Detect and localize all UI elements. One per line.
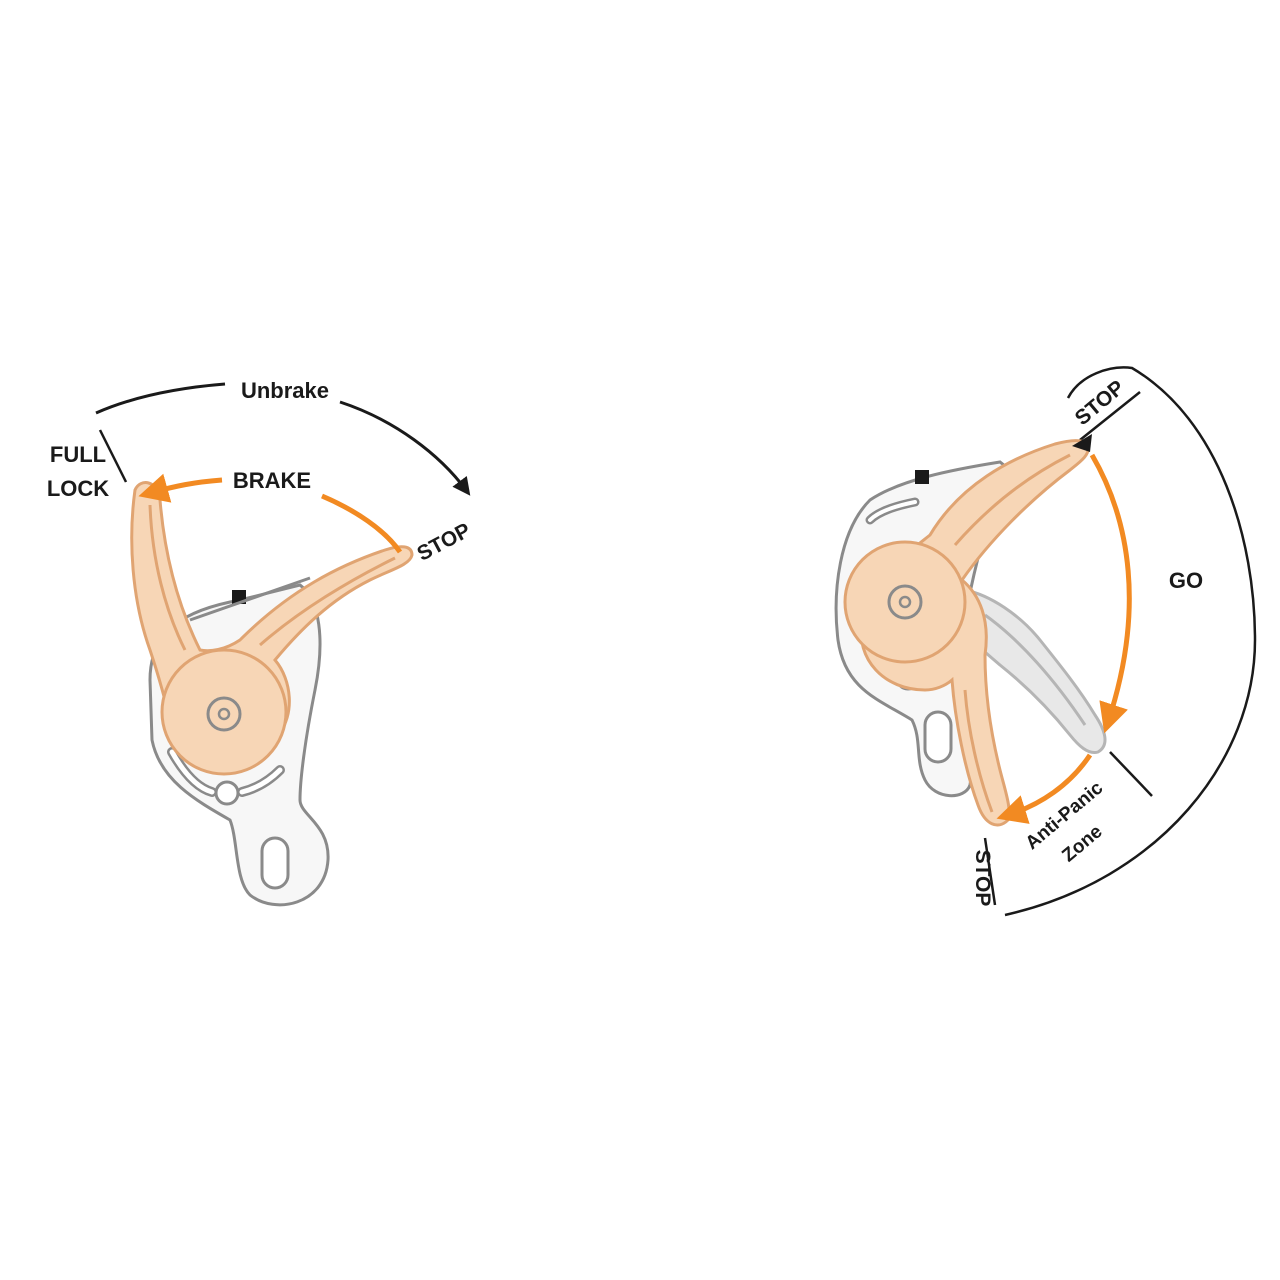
right-cam-axle-outer — [887, 584, 923, 620]
left-unbrake-arc-left — [95, 382, 226, 415]
left-top-rail — [189, 576, 311, 622]
left-cam-disc — [160, 648, 288, 776]
right-ghost-lever — [958, 588, 1107, 755]
left-unbrake-label: Unbrake — [241, 378, 329, 403]
right-go-label: GO — [1169, 568, 1203, 593]
right-ghost-lever-slot — [984, 613, 1087, 726]
right-anti-panic-arc — [996, 753, 1093, 824]
right-cam-axle-inner — [898, 595, 912, 609]
right-stop-bottom-divider — [983, 837, 997, 906]
right-top-tab — [915, 470, 929, 484]
right-anti-panic-divider — [1109, 751, 1153, 797]
left-body-hole — [214, 780, 240, 806]
right-scale-arc — [1004, 366, 1257, 917]
left-body-cutout-left-inner — [169, 749, 215, 795]
left-device: Unbrake FULL LOCK BRAKE STOP — [47, 378, 474, 907]
right-body-slot — [923, 710, 953, 764]
left-stop-label: STOP — [413, 519, 474, 566]
left-cam-axle-inner — [217, 707, 231, 721]
left-lock-label: LOCK — [47, 476, 109, 501]
left-body-cutout-right-inner — [239, 767, 283, 795]
left-handle-slot-upper — [148, 504, 187, 651]
left-unbrake-arc-right — [339, 400, 471, 496]
right-cam-disc — [843, 540, 967, 664]
right-handle-slot-top — [953, 453, 1071, 546]
left-tail-slot — [260, 836, 290, 890]
right-body-cutout-inner — [868, 500, 917, 522]
left-brake-arc-right — [321, 493, 403, 554]
right-device: STOP GO Anti-Panic Zone STOP — [834, 366, 1257, 917]
left-handle-slot-lever — [259, 556, 396, 647]
right-go-arc — [1089, 453, 1132, 734]
right-stop-top-divider — [1079, 391, 1141, 441]
left-full-label: FULL — [50, 442, 106, 467]
left-cam-axle-outer — [206, 696, 242, 732]
left-brake-arc-left — [138, 473, 223, 503]
left-brake-label: BRAKE — [233, 468, 311, 493]
right-handle-slot-bottom — [963, 689, 994, 813]
left-full-lock-tick — [98, 429, 128, 483]
right-stop-bottom-label: STOP — [971, 850, 994, 907]
right-top-pointer — [1072, 434, 1092, 452]
